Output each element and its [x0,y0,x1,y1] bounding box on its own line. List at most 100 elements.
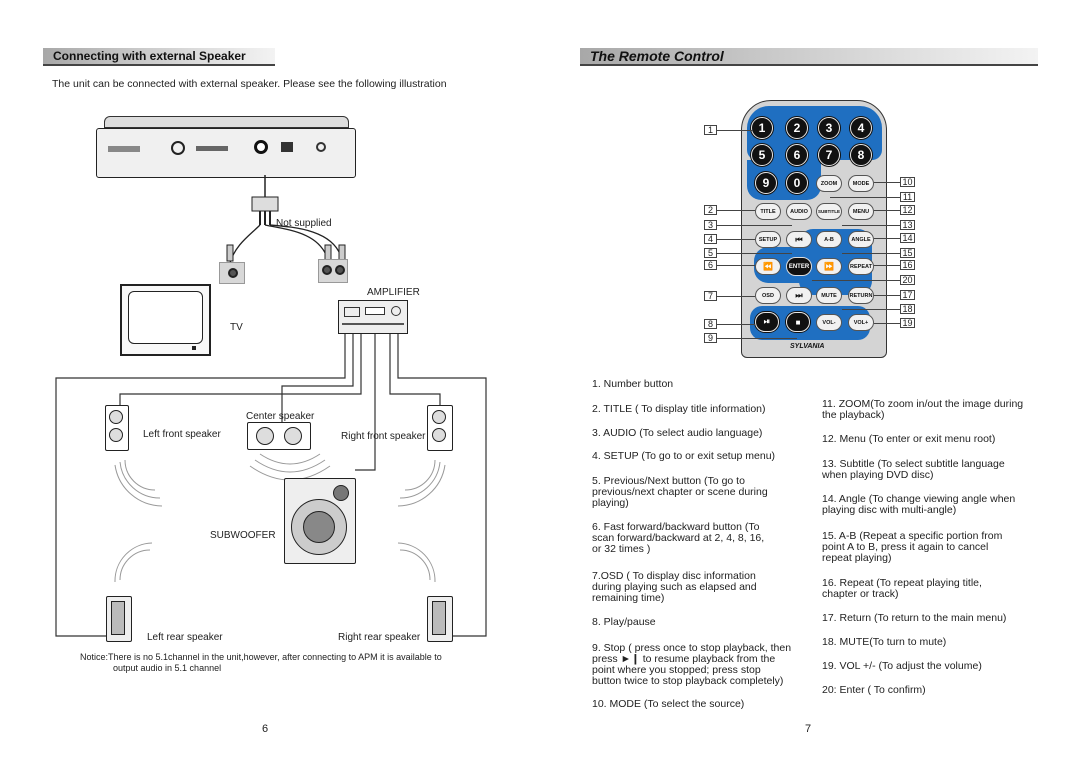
button-5[interactable]: 5 [751,144,773,166]
not-supplied-label: Not supplied [276,218,332,229]
functions-right-list: 11. ZOOM(To zoom in/out the image during… [822,0,1052,778]
next-button[interactable]: ⏭ [786,287,812,304]
callout-7: 7 [704,291,717,301]
notice-line-2: output audio in 5.1 channel [113,663,222,673]
callout-12: 12 [900,205,915,215]
mute-button[interactable]: MUTE [816,287,842,304]
function-item-line: playing) [592,497,629,509]
function-item-line: 10. MODE (To select the source) [592,698,745,710]
right-section-header: The Remote Control [580,48,1038,66]
right-section-title: The Remote Control [590,48,724,64]
osd-button[interactable]: OSD [755,287,781,304]
function-item-line: during playing such as elapsed and [592,581,757,593]
play-pause-icon: ⏯ [763,317,771,326]
button-8[interactable]: 8 [850,144,872,166]
return-button[interactable]: RETURN [848,287,874,304]
button-9[interactable]: 9 [755,172,777,194]
repeat-button[interactable]: REPEAT [848,258,874,275]
button-6[interactable]: 6 [786,144,808,166]
intro-text: The unit can be connected with external … [52,78,447,90]
mode-button[interactable]: MODE [848,175,874,192]
button-1[interactable]: 1 [751,117,773,139]
subtitle-button[interactable]: SUBTITLE [816,203,842,220]
menu-button[interactable]: MENU [848,203,874,220]
audio-in-jacks-icon [318,259,348,283]
left-rear-speaker-label: Left rear speaker [147,632,223,643]
callout-11: 11 [900,192,915,202]
tv-illustration [120,284,211,356]
callout-8: 8 [704,319,717,329]
callout-10: 10 [900,177,915,187]
subwoofer-label: SUBWOOFER [210,530,276,541]
left-section-title: Connecting with external Speaker [53,49,246,63]
function-item-line: 4. SETUP (To go to or exit setup menu) [592,450,776,462]
function-item-line: previous/next chapter or scene during [592,486,768,498]
button-2[interactable]: 2 [786,117,808,139]
vol-minus-button[interactable]: VOL- [816,314,842,331]
notice-line-1: Notice:There is no 5.1channel in the uni… [80,652,442,662]
amplifier-label: AMPLIFIER [367,287,420,298]
previous-button[interactable]: ⏮ [786,231,812,248]
fast-forward-button[interactable]: ⏩ [816,258,842,275]
function-item-line: 2. TITLE ( To display title information) [592,403,766,415]
stop-button[interactable]: ■ [786,312,810,332]
function-item-line: 14. Angle (To change viewing angle when [822,493,1016,505]
fast-forward-icon: ⏩ [824,262,834,271]
function-item-line: button twice to stop playback completely… [592,675,784,687]
function-item-line: 3. AUDIO (To select audio language) [592,427,763,439]
callout-3: 3 [704,220,717,230]
previous-icon: ⏮ [795,234,803,244]
function-item-line: 16. Repeat (To repeat playing title, [822,577,982,589]
angle-button[interactable]: ANGLE [848,231,874,248]
play-pause-button[interactable]: ⏯ [755,312,779,332]
callout-5: 5 [704,248,717,258]
function-item-line: 8. Play/pause [592,616,656,628]
function-item-line: point where you stopped; press stop [592,664,761,676]
fast-backward-button[interactable]: ⏪ [755,258,781,275]
amplifier-illustration [338,300,408,334]
tv-label: TV [230,322,243,333]
function-item-line: the playback) [822,409,885,421]
button-4[interactable]: 4 [850,117,872,139]
callout-1: 1 [704,125,717,135]
button-0[interactable]: 0 [786,172,808,194]
button-3[interactable]: 3 [818,117,840,139]
speaker-wiring [55,334,487,637]
callout-19: 19 [900,318,915,328]
function-item-line: point A to B, press it again to cancel [822,541,989,553]
callout-15: 15 [900,248,915,258]
function-item-line: 17. Return (To return to the main menu) [822,612,1007,624]
function-item-line: 13. Subtitle (To select subtitle languag… [822,458,1005,470]
enter-button[interactable]: ENTER [786,257,812,276]
function-item-line: 12. Menu (To enter or exit menu root) [822,433,996,445]
left-front-speaker [105,405,129,451]
function-item-line: 6. Fast forward/backward button (To [592,521,760,533]
av-cable [226,175,346,264]
function-item-line: 15. A-B (Repeat a specific portion from [822,530,1003,542]
callout-9: 9 [704,333,717,343]
button-7[interactable]: 7 [818,144,840,166]
vol-plus-button[interactable]: VOL+ [848,314,874,331]
function-item-line: scan forward/backward at 2, 4, 8, 16, [592,532,765,544]
function-item-line: repeat playing) [822,552,892,564]
title-button[interactable]: TITLE [755,203,781,220]
right-rear-speaker [427,596,453,642]
video-in-jack-icon [219,262,245,284]
ab-button[interactable]: A-B [816,231,842,248]
zoom-button[interactable]: ZOOM [816,175,842,192]
center-speaker [247,422,311,450]
function-item-line: chapter or track) [822,588,899,600]
function-item-line: 7.OSD ( To display disc information [592,570,756,582]
function-item-line: 5. Previous/Next button (To go to [592,475,745,487]
callout-16: 16 [900,260,915,270]
setup-button[interactable]: SETUP [755,231,781,248]
callout-2: 2 [704,205,717,215]
right-front-speaker [427,405,453,451]
function-item-line: 11. ZOOM(To zoom in/out the image during [822,398,1024,410]
function-item-line: 9. Stop ( press once to stop playback, t… [592,642,792,654]
audio-button[interactable]: AUDIO [786,203,812,220]
stop-icon: ■ [795,317,801,327]
function-item-line: 19. VOL +/- (To adjust the volume) [822,660,982,672]
function-item-line: press ►❙ to resume playback from the [592,653,776,665]
